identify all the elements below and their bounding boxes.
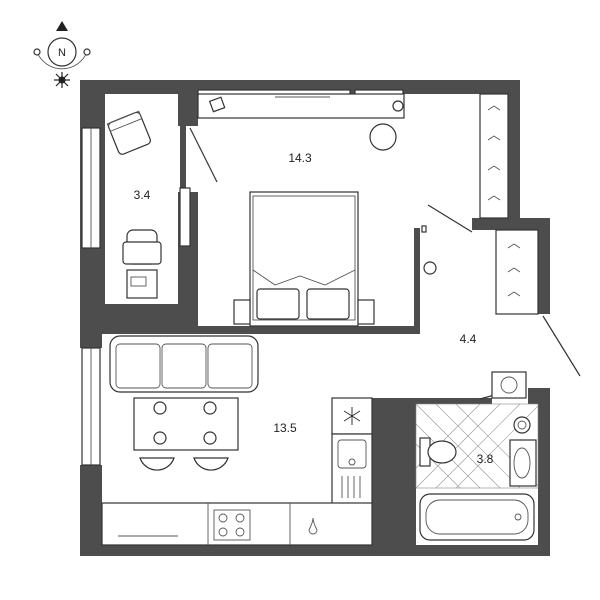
windows <box>81 89 404 466</box>
sun-icon <box>54 72 70 88</box>
room-labels: 14.3 3.4 4.4 13.5 3.8 <box>134 151 494 466</box>
bathroom-furniture <box>415 371 539 541</box>
north-arrow-icon <box>56 21 68 31</box>
water-drop-icon <box>308 517 318 535</box>
compass: N <box>33 21 91 88</box>
bathtub-icon <box>419 493 535 541</box>
compass-icon <box>47 37 77 67</box>
sofa-icon <box>109 335 259 393</box>
washing-machine-icon <box>491 371 527 399</box>
toilet-icon <box>427 440 457 464</box>
bedroom-furniture <box>197 93 405 327</box>
room-area-hall: 4.4 <box>460 332 477 346</box>
room-area-loggia: 3.4 <box>134 188 151 202</box>
room-area-bathroom: 3.8 <box>477 452 494 466</box>
room-area-bedroom: 14.3 <box>288 151 312 165</box>
compass-north-letter: N <box>58 47 66 59</box>
wardrobe-icon <box>479 93 509 219</box>
desk-icon <box>126 269 158 299</box>
armchair-icon <box>106 110 151 155</box>
lamp-icon <box>369 123 397 151</box>
spiral-icon <box>513 416 531 434</box>
stove-icon <box>213 509 251 541</box>
room-area-kitchen-living: 13.5 <box>273 421 297 435</box>
kitchen-furniture <box>101 335 373 546</box>
dining-table-icon <box>133 397 239 451</box>
loggia-furniture <box>106 110 162 299</box>
hall-furniture <box>423 93 539 315</box>
snowflake-icon <box>343 407 361 425</box>
sink-icon <box>331 433 373 505</box>
